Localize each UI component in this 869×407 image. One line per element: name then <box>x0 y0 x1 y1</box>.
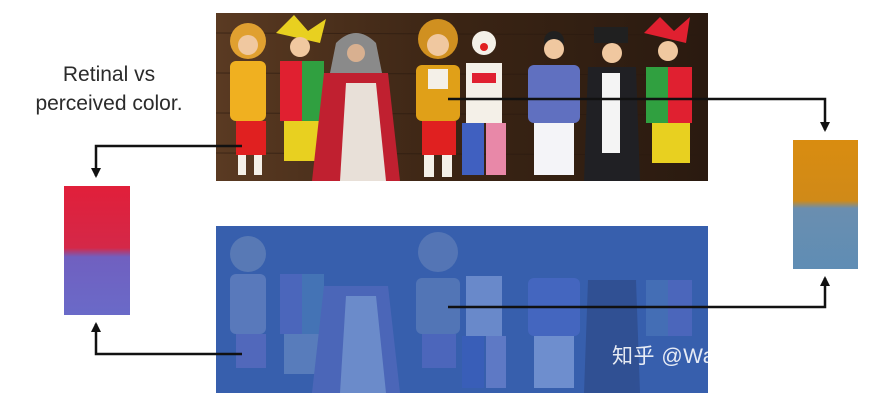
puppets-illustration <box>216 13 708 181</box>
diagram-caption: Retinal vs perceived color. <box>14 60 204 118</box>
original-puppets-photo <box>216 13 708 181</box>
caption-line-1: Retinal vs <box>62 63 156 86</box>
caption-line-2: perceived color. <box>35 92 183 115</box>
watermark: 知乎 @Wang Hawk <box>612 345 801 368</box>
puppets-illustration-tinted <box>216 226 708 393</box>
left-swatch-graphic <box>64 186 130 315</box>
tinted-puppets-photo <box>216 226 708 393</box>
left-color-swatch <box>64 186 130 315</box>
right-color-swatch <box>793 140 858 269</box>
right-swatch-graphic <box>793 140 858 269</box>
